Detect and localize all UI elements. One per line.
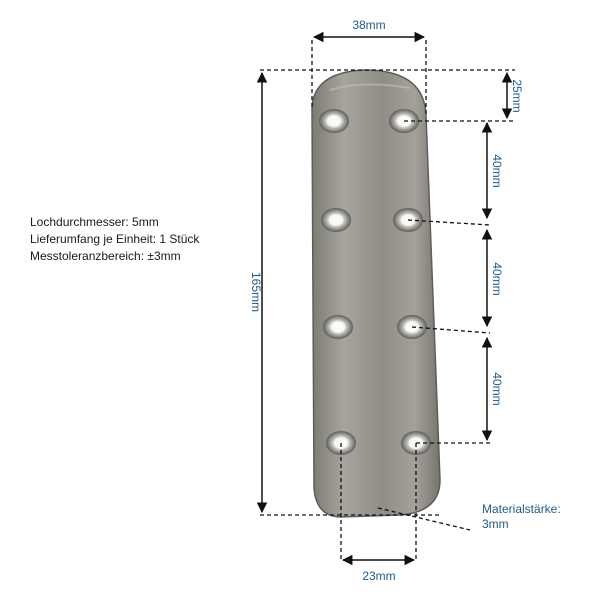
tolerance-text: Messtoleranzbereich: ±3mm <box>30 249 181 263</box>
length-label: 165mm <box>249 272 263 312</box>
hole-left-1 <box>319 109 349 133</box>
spacing-3-label: 40mm <box>490 372 504 405</box>
extension-lines <box>260 40 515 560</box>
dimension-arrows <box>256 31 513 566</box>
hole-left-2 <box>321 208 351 232</box>
hole-spacing-label: 23mm <box>362 569 395 583</box>
top-offset-label: 25mm <box>510 79 524 112</box>
hole-left-3 <box>323 315 353 339</box>
spec-list: Lochdurchmesser: 5mm Lieferumfang je Ein… <box>30 214 199 265</box>
material-thickness-label: Materialstärke: <box>482 502 561 516</box>
material-thickness: Materialstärke: 3mm <box>482 502 561 532</box>
metal-plate <box>311 69 441 518</box>
hole-diameter-text: Lochdurchmesser: 5mm <box>30 215 159 229</box>
spacing-2-label: 40mm <box>490 262 504 295</box>
delivery-text: Lieferumfang je Einheit: 1 Stück <box>30 232 200 246</box>
width-label: 38mm <box>352 18 385 32</box>
spacing-1-label: 40mm <box>490 154 504 187</box>
material-thickness-value: 3mm <box>482 517 509 531</box>
